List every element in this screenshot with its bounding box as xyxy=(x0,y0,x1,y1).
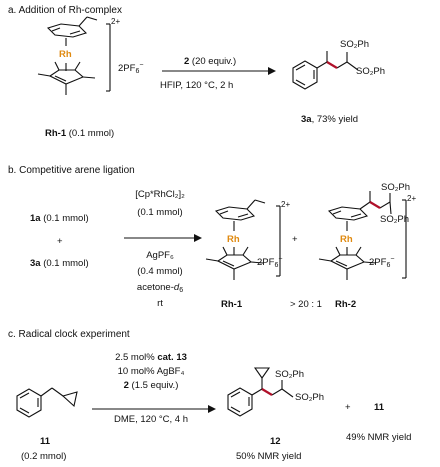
so2ph-top-c: SO₂Ph xyxy=(275,369,305,380)
cond-b-2: (0.1 mmol) xyxy=(137,207,183,218)
plus-b-left: + xyxy=(57,236,63,247)
substrate-11-structure xyxy=(16,387,78,418)
reactant-3a: 3a (0.1 mmol) xyxy=(30,258,89,269)
counterion-b2: 2PF6− xyxy=(369,256,395,269)
so2ph-top-b: SO₂Ph xyxy=(381,182,411,193)
counterion-b1: 2PF6− xyxy=(257,256,283,269)
product-rh1-label: Rh-1 xyxy=(221,299,243,310)
section-b-title: b. Competitive arene ligation xyxy=(8,165,135,176)
reactant-11-label: 11 xyxy=(40,436,51,447)
cond-c-3: 2 (1.5 equiv.) xyxy=(123,380,179,391)
charge-a: 2+ xyxy=(111,17,121,26)
so2ph-top-a: SO₂Ph xyxy=(340,39,370,50)
rh1-complex-b xyxy=(205,199,281,280)
cond-b-1: [Cp*RhCl₂]₂ xyxy=(135,189,185,200)
product-12-label: 12 xyxy=(270,436,281,447)
so2ph-bottom-a: SO₂Ph xyxy=(356,66,386,77)
cond-b-6: rt xyxy=(157,298,163,309)
so2ph-bottom-c: SO₂Ph xyxy=(295,392,325,403)
selectivity-ratio: > 20 : 1 xyxy=(290,299,322,310)
so2ph-bottom-b: SO₂Ph xyxy=(380,214,410,225)
section-a-title: a. Addition of Rh-complex xyxy=(8,5,122,16)
rh2-complex-b xyxy=(318,191,407,280)
cond-c-2: 10 mol% AgBF₄ xyxy=(117,366,185,377)
reagent-a: 2 (20 equiv.) xyxy=(184,56,237,67)
cond-b-4: (0.4 mmol) xyxy=(137,266,183,277)
cond-b-5: acetone-d6 xyxy=(136,282,184,294)
rh1-complex-a xyxy=(37,16,111,95)
product-12-structure xyxy=(227,367,294,417)
cond-c-4: DME, 120 °C, 4 h xyxy=(113,414,189,425)
counterion-a: 2PF6− xyxy=(118,62,144,75)
rh-metal-b2: Rh xyxy=(340,234,353,245)
cond-c-1: 2.5 mol% cat. 13 xyxy=(115,352,187,363)
rh-metal-b1: Rh xyxy=(227,234,240,245)
product-12-yield: 50% NMR yield xyxy=(236,451,302,462)
side-product-11-yield: 49% NMR yield xyxy=(346,432,412,443)
highlight-bond-a xyxy=(326,61,338,69)
charge-b-rh2: 2+ xyxy=(407,194,417,203)
product-3a-structure xyxy=(292,51,359,90)
complex-label-a: Rh-1 (0.1 mmol) xyxy=(45,128,115,139)
conditions-a: HFIP, 120 °C, 2 h xyxy=(160,80,234,91)
product-label-a: 3a, 73% yield xyxy=(301,114,359,125)
product-rh2-label: Rh-2 xyxy=(335,299,357,310)
cond-b-3: AgPF₆ xyxy=(146,250,174,261)
charge-b-rh1: 2+ xyxy=(281,200,291,209)
plus-c: + xyxy=(345,402,351,413)
plus-b-right: + xyxy=(292,234,298,245)
highlight-bond-c xyxy=(261,388,273,396)
reactant-1a: 1a (0.1 mmol) xyxy=(30,213,89,224)
section-c-title: c. Radical clock experiment xyxy=(8,329,130,340)
reactant-11-amount: (0.2 mmol) xyxy=(21,451,67,462)
rh-metal-a: Rh xyxy=(59,49,72,60)
highlight-bond-b xyxy=(369,201,381,209)
side-product-11-label: 11 xyxy=(374,402,385,413)
